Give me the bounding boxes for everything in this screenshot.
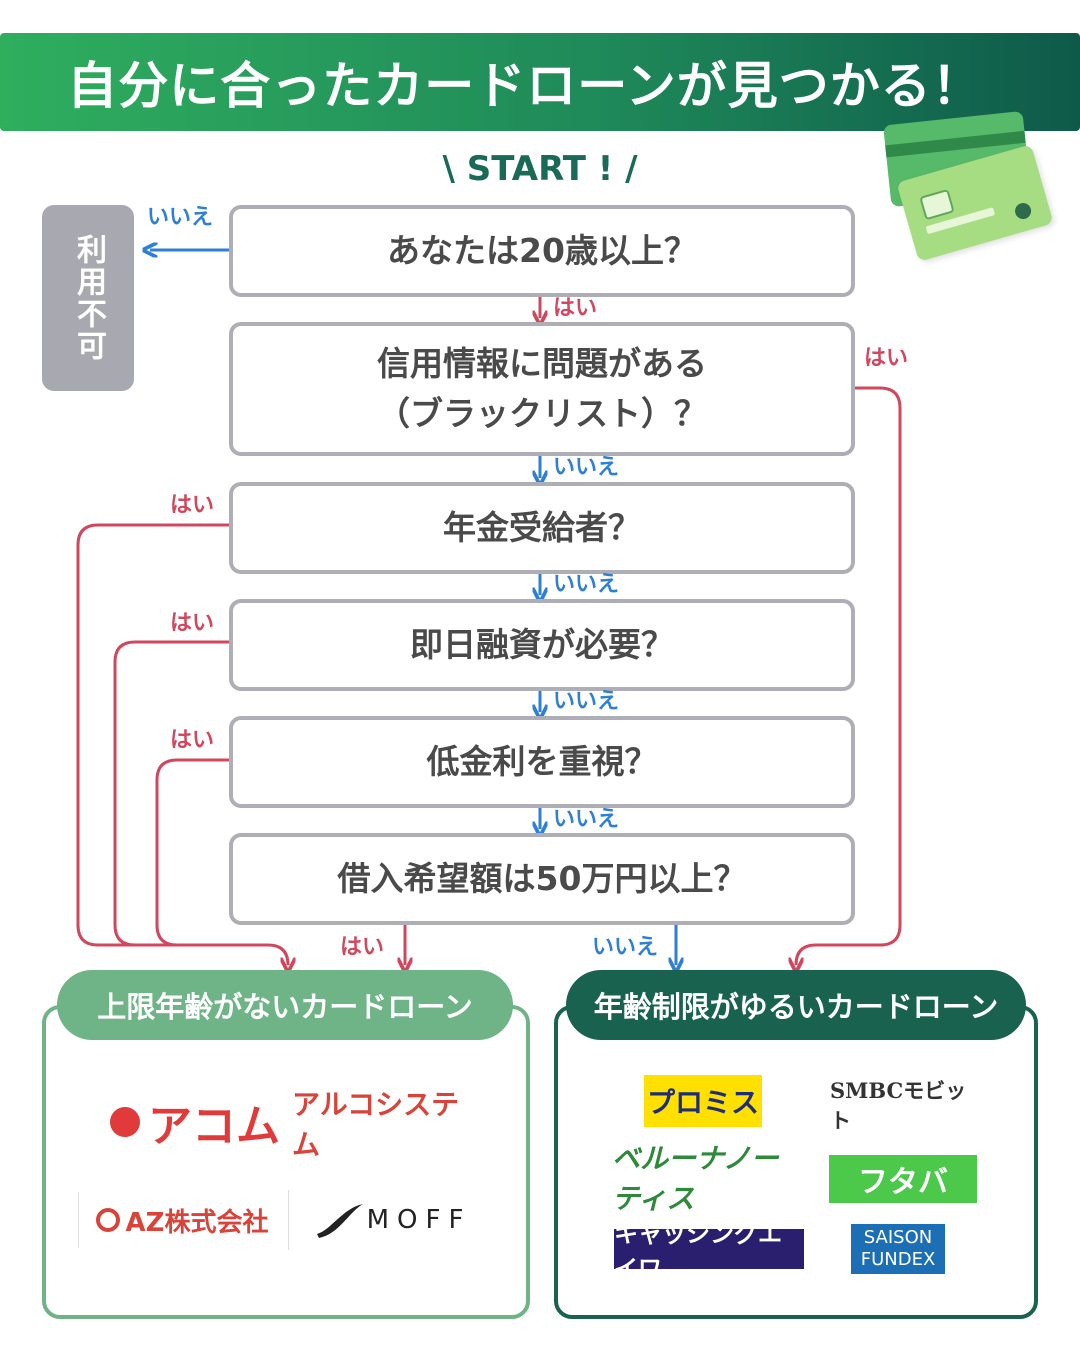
label-yes-q6: はい [340,935,385,960]
logo-az-text: AZ株式会社 [125,1207,269,1238]
moff-swoosh-icon [316,1204,363,1238]
acom-mark-icon [110,1107,140,1137]
question-low-interest: 低金利を重視？ [229,716,855,808]
page-title: 自分に合ったカードローンが見つかる！ [67,57,983,115]
label-yes-q5: はい [170,728,215,753]
arrow-q4-yes [113,640,229,947]
question-blacklist-line1: 信用情報に問題がある （ブラックリスト）？ [377,339,707,439]
logo-arco-system: アルコシステム [292,1088,460,1161]
label-no-q1: いいえ [147,205,214,230]
label-yes-q4: はい [170,611,215,636]
question-blacklist-text-2: （ブラックリスト）？ [377,394,707,433]
logo-smbc-mobit: SMBCモビット [830,1078,967,1133]
label-no-q3: いいえ [553,572,620,597]
result-no-age-limit-title: 上限年齢がないカードローン [57,970,513,1040]
arrow-q3-yes [76,523,288,965]
result-no-age-limit-box [42,1005,530,1319]
arrow-q2-yes [796,386,902,965]
result-loose-age-title: 年齢制限がゆるいカードローン [566,970,1026,1040]
logo-saison-text: SAISON [863,1227,933,1248]
logo-saison-fundex: SAISON FUNDEX [851,1224,945,1274]
logo-moff-text: MOFF [366,1205,472,1235]
logo-acom: アコム [110,1092,280,1152]
question-amount-50man: 借入希望額は50万円以上？ [229,833,855,925]
label-no-q2: いいえ [553,455,620,480]
question-age-20: あなたは20歳以上？ [229,205,855,297]
logo-moff: MOFF [288,1190,495,1250]
label-yes-q1: はい [553,296,598,321]
label-yes-q2: はい [864,346,909,371]
label-no-q4: いいえ [553,689,620,714]
logo-fundex-text: FUNDEX [860,1249,936,1270]
label-no-q5: いいえ [553,807,620,832]
question-same-day: 即日融資が必要？ [229,599,855,691]
arrow-q5-yes [155,758,229,947]
question-blacklist: 信用情報に問題がある （ブラックリスト）？ [229,322,855,456]
logo-belluna-notice: ベルーナノーティス [612,1142,779,1215]
question-blacklist-text-1: 信用情報に問題がある [377,344,707,383]
logo-acom-text: アコム [148,1101,280,1152]
logo-futaba: フタバ [829,1155,977,1203]
label-yes-q3: はい [170,493,215,518]
not-available-box: 利用不可 [42,205,134,391]
start-label: \ START ! / [442,149,638,189]
question-pension: 年金受給者？ [229,482,855,574]
logo-az: AZ株式会社 [78,1192,285,1248]
label-no-q6: いいえ [592,935,659,960]
az-mark-icon [95,1208,120,1232]
logo-promise: プロミス [644,1075,762,1127]
header-banner [0,33,1080,131]
logo-cashing-eiwa: キャッシングエイワ [614,1220,804,1283]
